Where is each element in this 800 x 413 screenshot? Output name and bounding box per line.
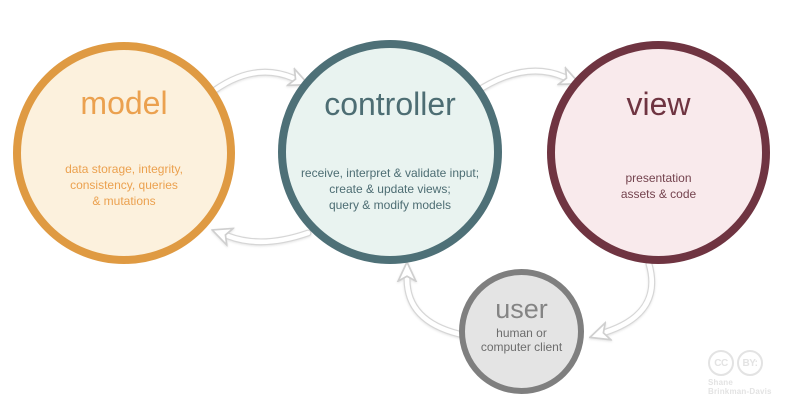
attribution-name-line1: Shane <box>708 378 734 387</box>
arrow-model-to-controller <box>211 72 293 94</box>
controller-title: controller <box>324 86 456 122</box>
arrow-controller-to-view <box>478 71 564 92</box>
node-user: user human or computer client <box>459 269 584 394</box>
arrow-view-to-user <box>606 260 656 332</box>
node-controller: controller receive, interpret & validate… <box>278 40 502 264</box>
arrow-user-to-controller <box>407 279 463 338</box>
view-description: presentation assets & code <box>620 171 697 201</box>
user-description: human or computer client <box>480 326 563 354</box>
model-description: data storage, integrity, consistency, qu… <box>65 162 183 208</box>
cc-license-badge: CC BY: Shane Brinkman-Davis <box>708 350 772 396</box>
cc-by-icon: BY: <box>737 350 763 376</box>
controller-description: receive, interpret & validate input; cre… <box>300 166 480 212</box>
node-view: view presentation assets & code <box>547 41 770 264</box>
node-model: model data storage, integrity, consisten… <box>13 42 235 264</box>
user-title: user <box>495 294 548 324</box>
arrow-controller-to-model <box>228 233 312 242</box>
attribution-name-line2: Brinkman-Davis <box>708 387 772 396</box>
view-title: view <box>626 86 691 122</box>
attribution-name: Shane Brinkman-Davis <box>708 378 772 396</box>
cc-icon: CC <box>708 350 734 376</box>
cc-license-icons: CC BY: <box>708 350 772 376</box>
model-title: model <box>80 85 168 121</box>
